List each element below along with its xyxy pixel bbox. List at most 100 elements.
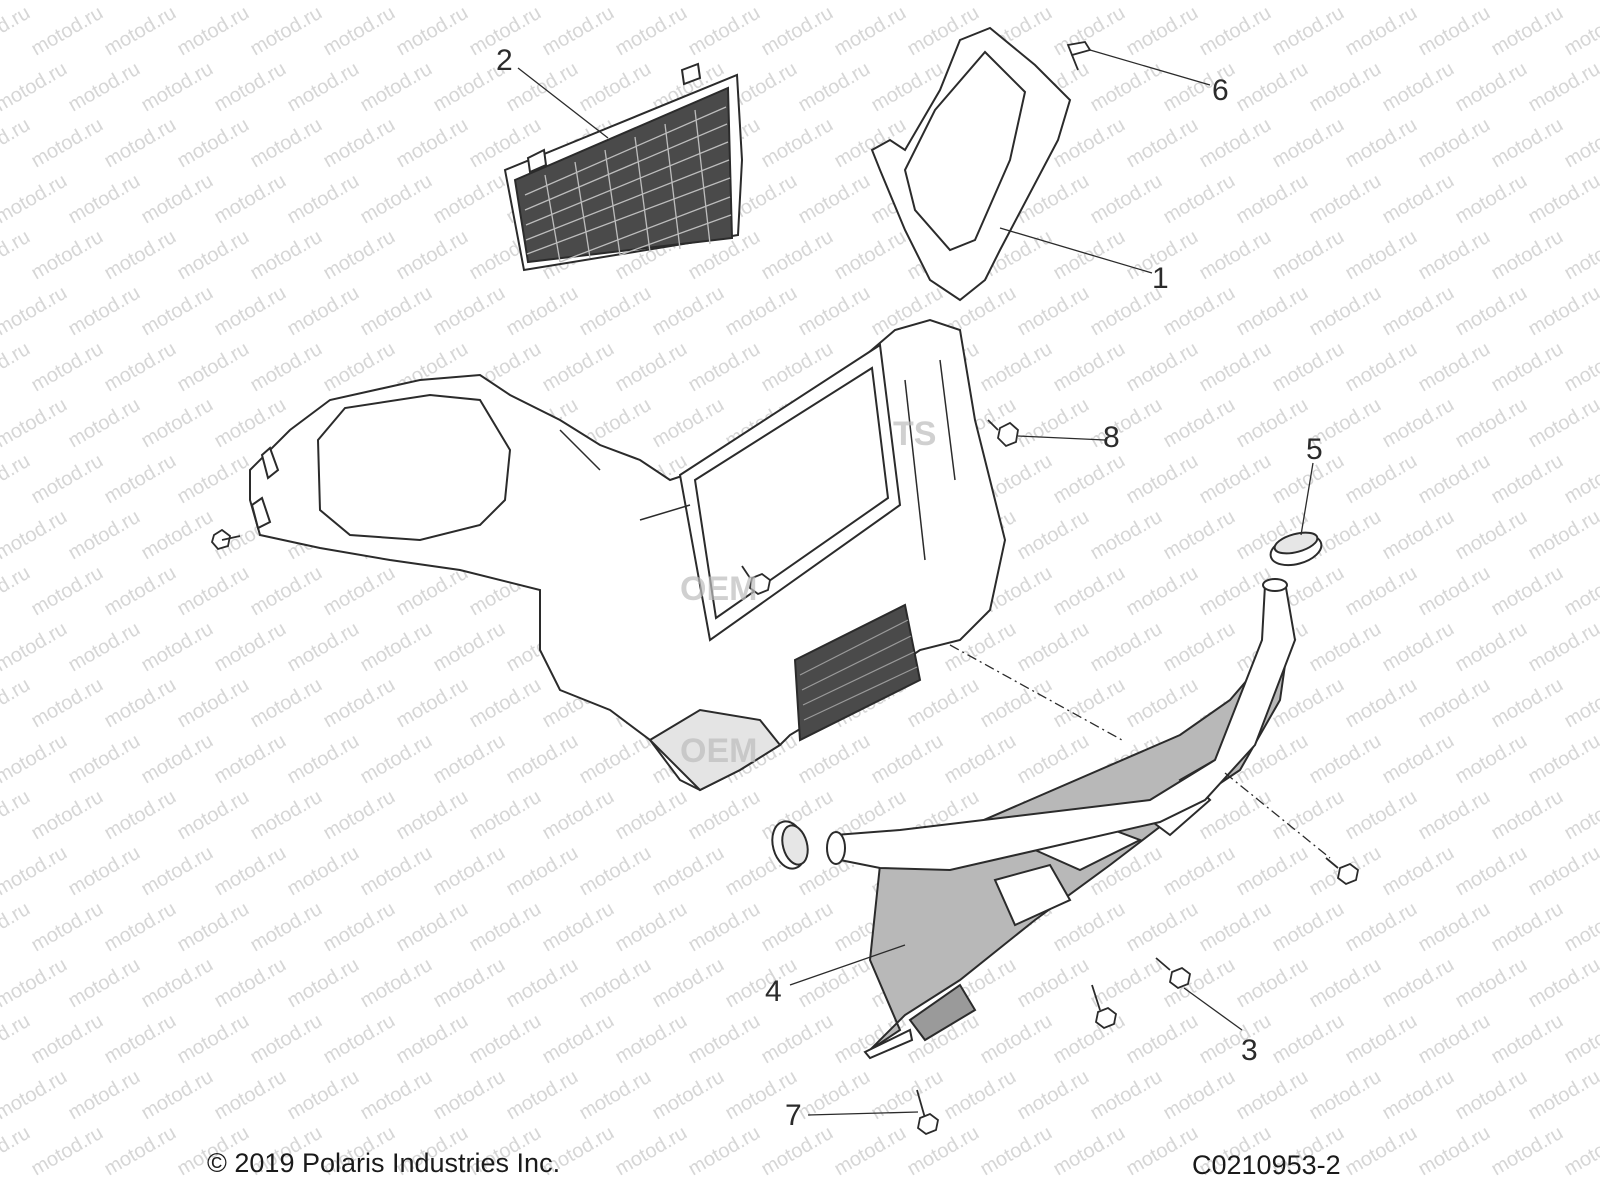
watermark-text: motod.ru xyxy=(539,786,618,845)
watermark-text: motod.ru xyxy=(1014,282,1093,341)
watermark-text: motod.ru xyxy=(430,730,509,789)
watermark-text: motod.ru xyxy=(138,730,217,789)
watermark-text: motod.ru xyxy=(1415,226,1494,285)
watermark-text: motod.ru xyxy=(1525,506,1600,565)
bolt-skid-right xyxy=(1326,858,1358,884)
watermark-text: motod.ru xyxy=(247,562,326,621)
watermark-text: motod.ru xyxy=(28,2,107,61)
watermark-text: motod.ru xyxy=(1306,1066,1385,1125)
watermark-text: motod.ru xyxy=(795,170,874,229)
watermark-text: motod.ru xyxy=(247,898,326,957)
watermark-text: motod.ru xyxy=(831,226,910,285)
watermark-text: motod.ru xyxy=(211,58,290,117)
watermark-text: motod.ru xyxy=(576,730,655,789)
watermark-text: motod.ru xyxy=(357,0,436,4)
watermark-text: motod.ru xyxy=(758,898,837,957)
watermark-text: motod.ru xyxy=(65,58,144,117)
watermark-text: motod.ru xyxy=(1415,114,1494,173)
watermark-text: motod.ru xyxy=(28,562,107,621)
watermark-text: motod.ru xyxy=(1415,1122,1494,1181)
watermark-text: motod.ru xyxy=(0,954,71,1013)
watermark-text: motod.ru xyxy=(1306,506,1385,565)
watermark-text: motod.ru xyxy=(430,1066,509,1125)
watermark-text: motod.ru xyxy=(357,842,436,901)
watermark-text: motod.ru xyxy=(138,506,217,565)
watermark-text: motod.ru xyxy=(1379,282,1458,341)
watermark-text: motod.ru xyxy=(357,58,436,117)
watermark-text: motod.ru xyxy=(1196,450,1275,509)
watermark-text: motod.ru xyxy=(868,0,947,4)
watermark-text: motod.ru xyxy=(247,2,326,61)
watermark-text: motod.ru xyxy=(649,842,728,901)
watermark-text: motod.ru xyxy=(1452,618,1531,677)
watermark-text: motod.ru xyxy=(941,1066,1020,1125)
watermark-text: motod.ru xyxy=(503,954,582,1013)
watermark-text: motod.ru xyxy=(284,282,363,341)
watermark-text: motod.ru xyxy=(65,506,144,565)
watermark-text: motod.ru xyxy=(1415,2,1494,61)
watermark-text: motod.ru xyxy=(1342,674,1421,733)
watermark-text: motod.ru xyxy=(174,2,253,61)
watermark-text: motod.ru xyxy=(1233,58,1312,117)
watermark-text: motod.ru xyxy=(1342,786,1421,845)
callout-5: 5 xyxy=(1306,433,1323,466)
watermark-text: motod.ru xyxy=(1525,282,1600,341)
watermark-text: motod.ru xyxy=(320,562,399,621)
watermark-text: motod.ru xyxy=(28,114,107,173)
watermark-text: motod.ru xyxy=(320,114,399,173)
watermark-text: motod.ru xyxy=(211,954,290,1013)
watermark-text: motod.ru xyxy=(1561,338,1600,397)
watermark-text: motod.ru xyxy=(977,338,1056,397)
grille-panel-part-2 xyxy=(505,64,742,270)
watermark-text: motod.ru xyxy=(174,898,253,957)
watermark-text: motod.ru xyxy=(1196,2,1275,61)
watermark-text: motod.ru xyxy=(101,786,180,845)
watermark-text: motod.ru xyxy=(612,786,691,845)
watermark-text: motod.ru xyxy=(1160,282,1239,341)
watermark-text: motod.ru xyxy=(831,2,910,61)
watermark-text: motod.ru xyxy=(393,898,472,957)
watermark-text: motod.ru xyxy=(1306,170,1385,229)
watermark-text: motod.ru xyxy=(1233,282,1312,341)
watermark-text: motod.ru xyxy=(1160,170,1239,229)
watermark-text: motod.ru xyxy=(904,1122,983,1181)
watermark-text: motod.ru xyxy=(1233,0,1312,4)
watermark-text: motod.ru xyxy=(977,674,1056,733)
watermark-text: motod.ru xyxy=(1342,898,1421,957)
watermark-text: motod.ru xyxy=(284,58,363,117)
watermark-text: motod.ru xyxy=(649,1066,728,1125)
leader-lines xyxy=(517,49,1314,1116)
watermark-text: motod.ru xyxy=(612,2,691,61)
watermark-text: motod.ru xyxy=(357,618,436,677)
bolt-skid-lower xyxy=(1092,985,1116,1028)
callout-7: 7 xyxy=(785,1099,802,1132)
watermark-text: motod.ru xyxy=(284,0,363,4)
watermark-text: motod.ru xyxy=(320,226,399,285)
watermark-text: motod.ru xyxy=(1342,114,1421,173)
watermark-text: motod.ru xyxy=(0,1066,71,1125)
watermark-text: motod.ru xyxy=(1488,674,1567,733)
watermark-text: motod.ru xyxy=(0,674,34,733)
watermark-text: motod.ru xyxy=(393,114,472,173)
watermark-text: motod.ru xyxy=(0,2,34,61)
watermark-text: motod.ru xyxy=(612,1010,691,1069)
watermark-text: motod.ru xyxy=(1160,842,1239,901)
watermark-text: motod.ru xyxy=(576,0,655,4)
watermark-text: motod.ru xyxy=(65,0,144,4)
watermark-text: motod.ru xyxy=(1488,562,1567,621)
watermark-text: motod.ru xyxy=(1123,1010,1202,1069)
watermark-text: motod.ru xyxy=(1233,954,1312,1013)
watermark-text: motod.ru xyxy=(685,338,764,397)
watermark-text: motod.ru xyxy=(1415,450,1494,509)
watermark-text: motod.ru xyxy=(28,786,107,845)
overlay-watermark: OEM OEM TS xyxy=(680,415,936,770)
watermark-text: motod.ru xyxy=(1452,170,1531,229)
watermark-text: motod.ru xyxy=(503,1066,582,1125)
watermark-text: motod.ru xyxy=(174,114,253,173)
watermark-text: motod.ru xyxy=(1087,58,1166,117)
watermark-text: motod.ru xyxy=(174,226,253,285)
watermark-text: motod.ru xyxy=(1488,1122,1567,1181)
watermark-text: motod.ru xyxy=(1342,450,1421,509)
watermark-text: motod.ru xyxy=(0,394,71,453)
